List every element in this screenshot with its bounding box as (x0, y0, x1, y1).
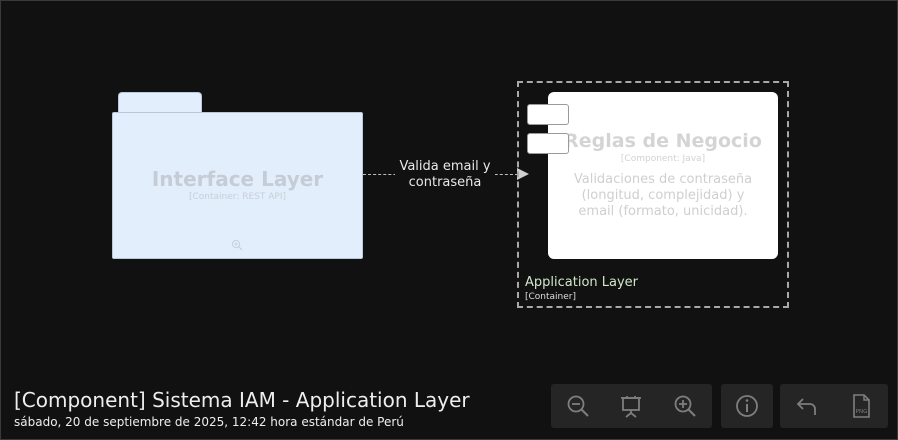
relationship-label: Valida email y contraseña (395, 159, 495, 191)
zoom-toolbar (551, 384, 712, 428)
component-technology: [Component: Java] (620, 154, 706, 164)
zoom-in-icon[interactable] (231, 239, 243, 251)
interface-layer-container[interactable]: Interface Layer [Container: REST API] (112, 112, 363, 259)
zoom-in-icon (674, 395, 696, 417)
component-title: Reglas de Negocio (564, 130, 762, 152)
zoom-in-button[interactable] (667, 388, 703, 424)
png-export-icon: PNG (853, 394, 870, 418)
interface-layer-title: Interface Layer (151, 167, 324, 191)
application-layer-boundary (517, 81, 789, 308)
application-layer-technology: [Container] (525, 292, 577, 302)
relationship-arrowhead (517, 168, 529, 180)
navigation-toolbar: PNG (780, 384, 888, 428)
info-button[interactable] (729, 388, 765, 424)
component-description: Validaciones de contraseña (longitud, co… (573, 172, 753, 219)
zoom-out-icon (567, 395, 589, 417)
svg-text:PNG: PNG (856, 409, 868, 415)
zoom-out-button[interactable] (560, 388, 596, 424)
component-tab-bottom (527, 133, 569, 154)
interface-layer-technology: [Container: REST API] (189, 192, 286, 202)
reglas-de-negocio-component[interactable]: Reglas de Negocio [Component: Java] Vali… (548, 92, 778, 259)
fit-view-button[interactable] (613, 388, 649, 424)
fit-presentation-icon (621, 396, 642, 418)
page-title: [Component] Sistema IAM - Application La… (14, 388, 470, 412)
export-png-button[interactable]: PNG (843, 388, 879, 424)
info-toolbar (721, 384, 773, 428)
back-button[interactable] (789, 388, 825, 424)
application-layer-label: Application Layer (525, 275, 639, 290)
info-icon (736, 395, 758, 417)
component-tab-top (527, 104, 569, 125)
back-icon (796, 398, 816, 415)
page-date: sábado, 20 de septiembre de 2025, 12:42 … (14, 415, 404, 429)
